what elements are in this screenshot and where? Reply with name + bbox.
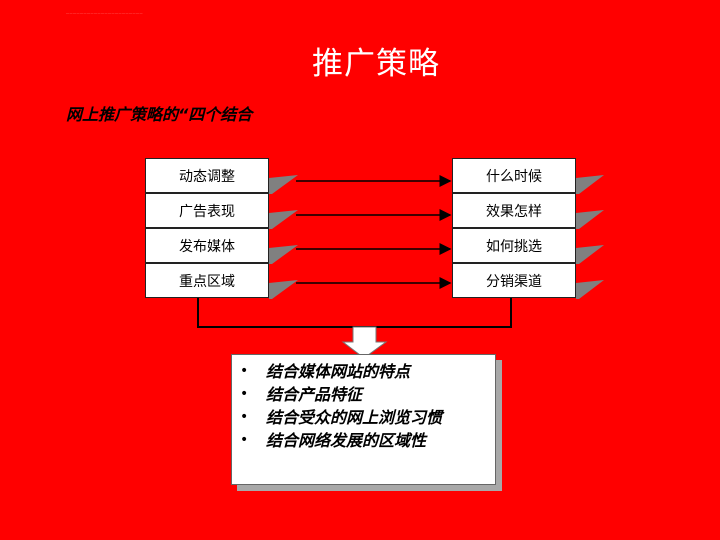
bullet: • bbox=[240, 432, 249, 448]
right-box-1: 什么时候 bbox=[452, 158, 576, 193]
left-box-4: 重点区域 bbox=[145, 263, 269, 298]
slide-title: 推广策略 bbox=[312, 46, 440, 82]
result-item-text: 结合媒体网站的特点 bbox=[266, 362, 411, 381]
left-box-3: 发布媒体 bbox=[145, 228, 269, 263]
result-item: • 结合网络发展的区域性 bbox=[232, 429, 495, 452]
bracket-line bbox=[197, 297, 512, 328]
result-item-text: 结合产品特征 bbox=[266, 385, 363, 404]
result-item-text: 结合受众的网上浏览习惯 bbox=[266, 408, 443, 427]
result-item: • 结合媒体网站的特点 bbox=[232, 360, 495, 383]
result-box: • 结合媒体网站的特点 • 结合产品特征 • 结合受众的网上浏览习惯 • 结合网络发展的… bbox=[231, 354, 496, 485]
down-arrow bbox=[341, 326, 388, 359]
bullet: • bbox=[240, 363, 249, 379]
result-item: • 结合产品特征 bbox=[232, 383, 495, 406]
bullet: • bbox=[240, 409, 249, 425]
right-box-3: 如何挑选 bbox=[452, 228, 576, 263]
left-box-2: 广告表现 bbox=[145, 193, 269, 228]
result-list: • 结合媒体网站的特点 • 结合产品特征 • 结合受众的网上浏览习惯 • 结合网络发展的… bbox=[232, 355, 495, 452]
right-box-2: 效果怎样 bbox=[452, 193, 576, 228]
left-box-1: 动态调整 bbox=[145, 158, 269, 193]
result-item: • 结合受众的网上浏览习惯 bbox=[232, 406, 495, 429]
left-box-shadows bbox=[269, 175, 298, 299]
right-box-shadows bbox=[576, 175, 604, 299]
slide-subtitle: 网上推广策略的“四个结合 bbox=[66, 105, 253, 124]
header-note: ………………………………………………………… bbox=[66, 11, 143, 15]
connector-arrows bbox=[296, 175, 452, 289]
result-item-text: 结合网络发展的区域性 bbox=[266, 431, 427, 450]
bullet: • bbox=[240, 386, 249, 402]
right-box-4: 分销渠道 bbox=[452, 263, 576, 298]
